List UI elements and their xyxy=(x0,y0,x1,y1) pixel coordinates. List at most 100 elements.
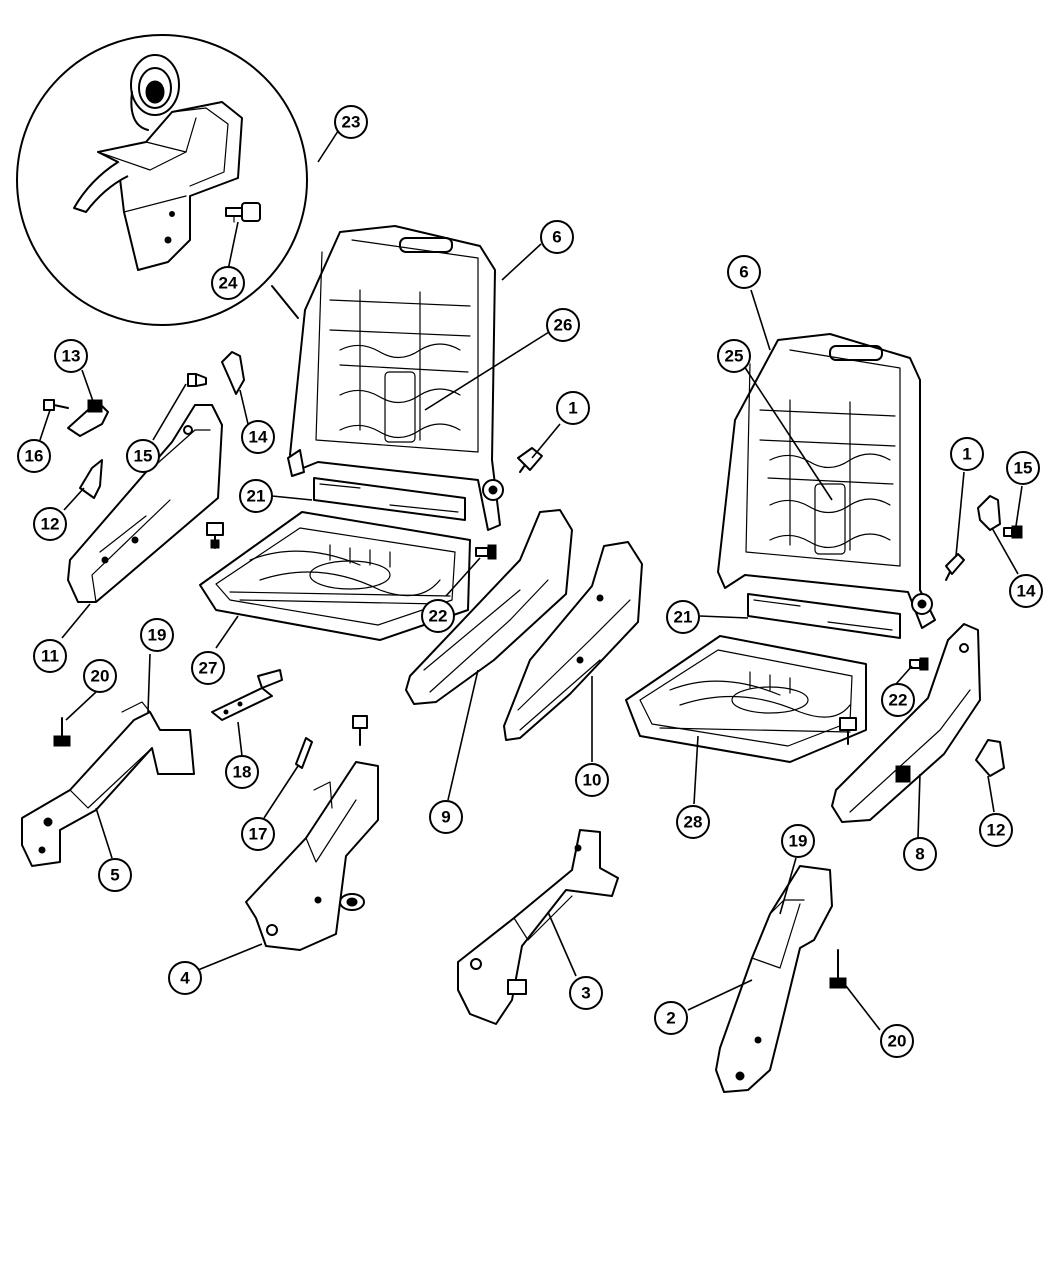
callout-9: 9 xyxy=(429,800,463,834)
callout-6-right: 6 xyxy=(727,255,761,289)
callout-26: 26 xyxy=(546,308,580,342)
clip-17 xyxy=(295,737,313,769)
nut-near-4 xyxy=(339,893,365,911)
svg-text:9: 9 xyxy=(441,808,450,827)
svg-text:2: 2 xyxy=(666,1009,675,1028)
svg-text:5: 5 xyxy=(110,866,119,885)
shield-9 xyxy=(405,509,573,705)
spring-bracket xyxy=(73,101,243,271)
callout-17: 17 xyxy=(241,817,275,851)
detail-inset xyxy=(16,34,308,326)
callout-28: 28 xyxy=(676,805,710,839)
callout-14-left: 14 xyxy=(241,420,275,454)
svg-text:21: 21 xyxy=(674,608,693,627)
callout-11: 11 xyxy=(33,639,67,673)
recliner-spring xyxy=(130,54,180,131)
svg-text:12: 12 xyxy=(987,821,1006,840)
shield-10 xyxy=(503,541,643,741)
nut-22-left xyxy=(475,544,497,560)
left-cushion-pan xyxy=(199,511,471,641)
callout-4: 4 xyxy=(168,961,202,995)
callout-23: 23 xyxy=(334,105,368,139)
svg-text:15: 15 xyxy=(1014,459,1033,478)
svg-text:27: 27 xyxy=(199,659,218,678)
bolt-1-right xyxy=(945,553,965,581)
svg-text:22: 22 xyxy=(889,691,908,710)
callout-2: 2 xyxy=(654,1001,688,1035)
callout-18: 18 xyxy=(225,755,259,789)
svg-text:11: 11 xyxy=(41,647,59,666)
callout-1-right: 1 xyxy=(950,437,984,471)
callout-24: 24 xyxy=(211,266,245,300)
callout-20-left: 20 xyxy=(83,659,117,693)
svg-text:23: 23 xyxy=(342,113,361,132)
svg-text:10: 10 xyxy=(583,771,602,790)
svg-text:12: 12 xyxy=(41,515,60,534)
callout-19-right: 19 xyxy=(781,824,815,858)
right-outboard-shield xyxy=(831,623,981,823)
svg-text:25: 25 xyxy=(725,347,744,366)
callout-1-left: 1 xyxy=(556,391,590,425)
nut-22-right xyxy=(909,657,929,671)
strap-18 xyxy=(211,669,283,721)
svg-text:24: 24 xyxy=(219,274,238,293)
callout-12-right: 12 xyxy=(979,813,1013,847)
right-seatback-frame xyxy=(717,333,936,629)
front-crossmember-right xyxy=(747,593,901,639)
svg-text:14: 14 xyxy=(249,428,268,447)
callout-12-left: 12 xyxy=(33,507,67,541)
svg-text:22: 22 xyxy=(429,607,448,626)
screw-16 xyxy=(43,399,69,411)
svg-text:3: 3 xyxy=(581,984,590,1003)
callout-21-right: 21 xyxy=(666,600,700,634)
riser-2 xyxy=(715,865,833,1093)
cover-12-left xyxy=(79,459,103,499)
cover-12-right xyxy=(975,739,1005,777)
left-seatback-frame xyxy=(287,225,504,531)
pin-15-right xyxy=(1003,525,1023,539)
callout-10: 10 xyxy=(575,763,609,797)
svg-text:21: 21 xyxy=(247,487,266,506)
callout-14-right: 14 xyxy=(1009,574,1043,608)
svg-text:15: 15 xyxy=(134,447,153,466)
bolt-1-left xyxy=(517,447,543,473)
left-outboard-shield xyxy=(67,404,223,603)
callout-15-left: 15 xyxy=(126,439,160,473)
clip-14-left xyxy=(221,351,245,395)
callout-8: 8 xyxy=(903,837,937,871)
svg-text:19: 19 xyxy=(789,832,808,851)
callout-15-right: 15 xyxy=(1006,451,1040,485)
svg-text:8: 8 xyxy=(915,845,924,864)
callout-27: 27 xyxy=(191,651,225,685)
leader-lines xyxy=(39,127,1023,1031)
bolt-24 xyxy=(225,202,261,223)
callout-22-right: 22 xyxy=(881,683,915,717)
svg-text:13: 13 xyxy=(62,347,81,366)
svg-text:6: 6 xyxy=(739,263,748,282)
clip-14-right xyxy=(977,495,1001,531)
bolt-above-4 xyxy=(352,715,368,746)
right-cushion-pan xyxy=(625,635,867,763)
callout-13: 13 xyxy=(54,339,88,373)
pin-15-left xyxy=(187,373,207,387)
callout-5: 5 xyxy=(98,858,132,892)
callout-20-right: 20 xyxy=(880,1024,914,1058)
svg-text:16: 16 xyxy=(25,447,44,466)
bolt-20-left xyxy=(53,717,71,747)
svg-text:19: 19 xyxy=(148,626,167,645)
callout-6-left: 6 xyxy=(540,220,574,254)
svg-text:1: 1 xyxy=(568,399,577,418)
svg-text:4: 4 xyxy=(180,969,190,988)
callout-16: 16 xyxy=(17,439,51,473)
bolt-left xyxy=(206,522,224,549)
front-crossmember-left xyxy=(313,477,466,521)
callout-19-left: 19 xyxy=(140,618,174,652)
svg-text:6: 6 xyxy=(552,228,561,247)
svg-text:1: 1 xyxy=(962,445,971,464)
riser-5 xyxy=(21,701,195,867)
svg-text:26: 26 xyxy=(554,316,573,335)
riser-3 xyxy=(457,829,619,1025)
riser-4 xyxy=(245,761,379,951)
bolt-right xyxy=(839,717,857,745)
